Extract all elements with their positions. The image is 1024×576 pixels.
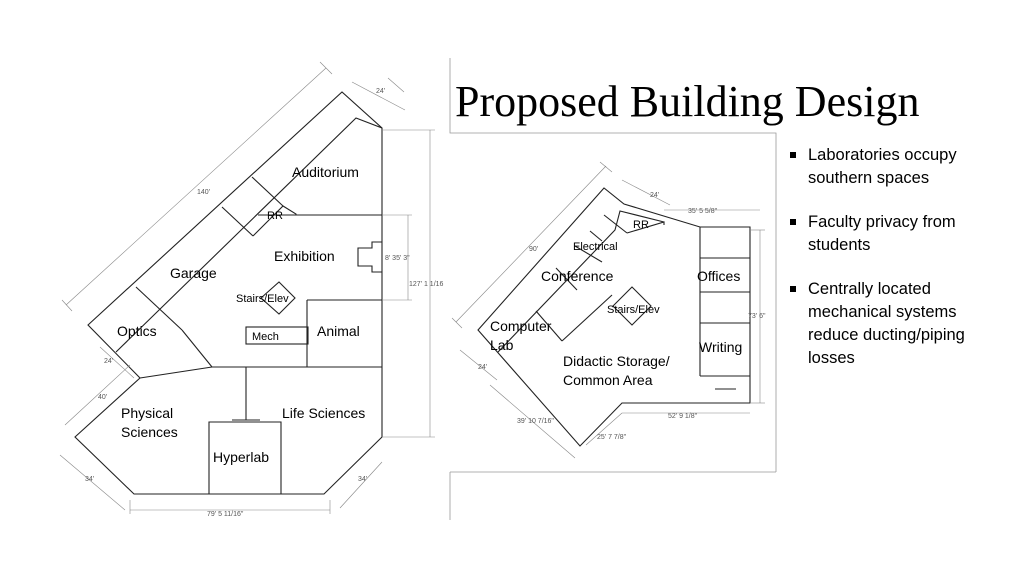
room-label-auditorium: Auditorium <box>292 164 359 180</box>
dimension-label: 40' <box>98 394 107 401</box>
room-label-mech: Mech <box>252 331 279 343</box>
slide-title: Proposed Building Design <box>455 77 920 126</box>
building-outline-left <box>74 91 383 495</box>
room-label-stairs-elev: Stairs/Elev <box>607 304 660 316</box>
bullet-item: Faculty privacy from students <box>789 211 1011 257</box>
bullet-item: Centrally located mechanical systems red… <box>789 278 1011 370</box>
bullet-item: Laboratories occupy southern spaces <box>789 144 1011 190</box>
room-label-rr: RR <box>267 210 283 222</box>
room-label-writing: Writing <box>699 339 742 355</box>
bullet-list: Laboratories occupy southern spaces Facu… <box>789 144 1011 391</box>
room-label-hyperlab: Hyperlab <box>213 449 269 465</box>
dimension-label: 90' <box>529 246 538 253</box>
dimension-label: 24' <box>478 364 487 371</box>
room-label-animal: Animal <box>317 323 360 339</box>
room-label-sciences: Sciences <box>121 424 178 440</box>
dimension-label: 24' <box>376 88 385 95</box>
dimension-label: 79' 5 11/16" <box>207 511 244 518</box>
dimension-label: 24' <box>104 358 113 365</box>
dimension-label: 35' 5 5/8" <box>688 208 718 215</box>
dimension-label: 127' 1 1/16 <box>409 281 444 288</box>
dimension-label: 25' 7 7/8" <box>597 434 627 441</box>
room-label-computer: Computer <box>490 318 552 334</box>
dimension-label: 52' 9 1/8" <box>668 413 698 420</box>
room-label-lab: Lab <box>490 337 514 353</box>
floor-plan-right: Electrical RR Conference Offices Stairs/… <box>451 161 766 459</box>
dimension-label: 8' 35' 3" <box>385 255 410 262</box>
dimension-label: 34' <box>85 476 94 483</box>
floor-plan-left: Auditorium RR Exhibition Garage Stairs/E… <box>59 61 444 518</box>
room-label-exhibition: Exhibition <box>274 248 335 264</box>
room-label-garage: Garage <box>170 265 217 281</box>
room-label-electrical: Electrical <box>573 241 618 253</box>
room-label-optics: Optics <box>117 323 157 339</box>
building-outline-right <box>477 187 751 447</box>
room-label-conference: Conference <box>541 268 614 284</box>
room-label-physical: Physical <box>121 405 173 421</box>
dimension-label: 39' 10 7/16" <box>517 418 554 425</box>
room-label-rr: RR <box>633 219 649 231</box>
room-label-life-sciences: Life Sciences <box>282 405 365 421</box>
room-label-common-area: Common Area <box>563 372 653 388</box>
room-label-stairs-elev: Stairs/Elev <box>236 293 289 305</box>
room-label-didactic: Didactic Storage/ <box>563 353 670 369</box>
room-label-offices: Offices <box>697 268 740 284</box>
dimension-label: 140' <box>197 189 210 196</box>
dimension-label: 24' <box>650 192 659 199</box>
image-frames <box>449 58 777 520</box>
dimension-label: 34' <box>358 476 367 483</box>
dimension-label: 73' 6" <box>748 313 766 320</box>
